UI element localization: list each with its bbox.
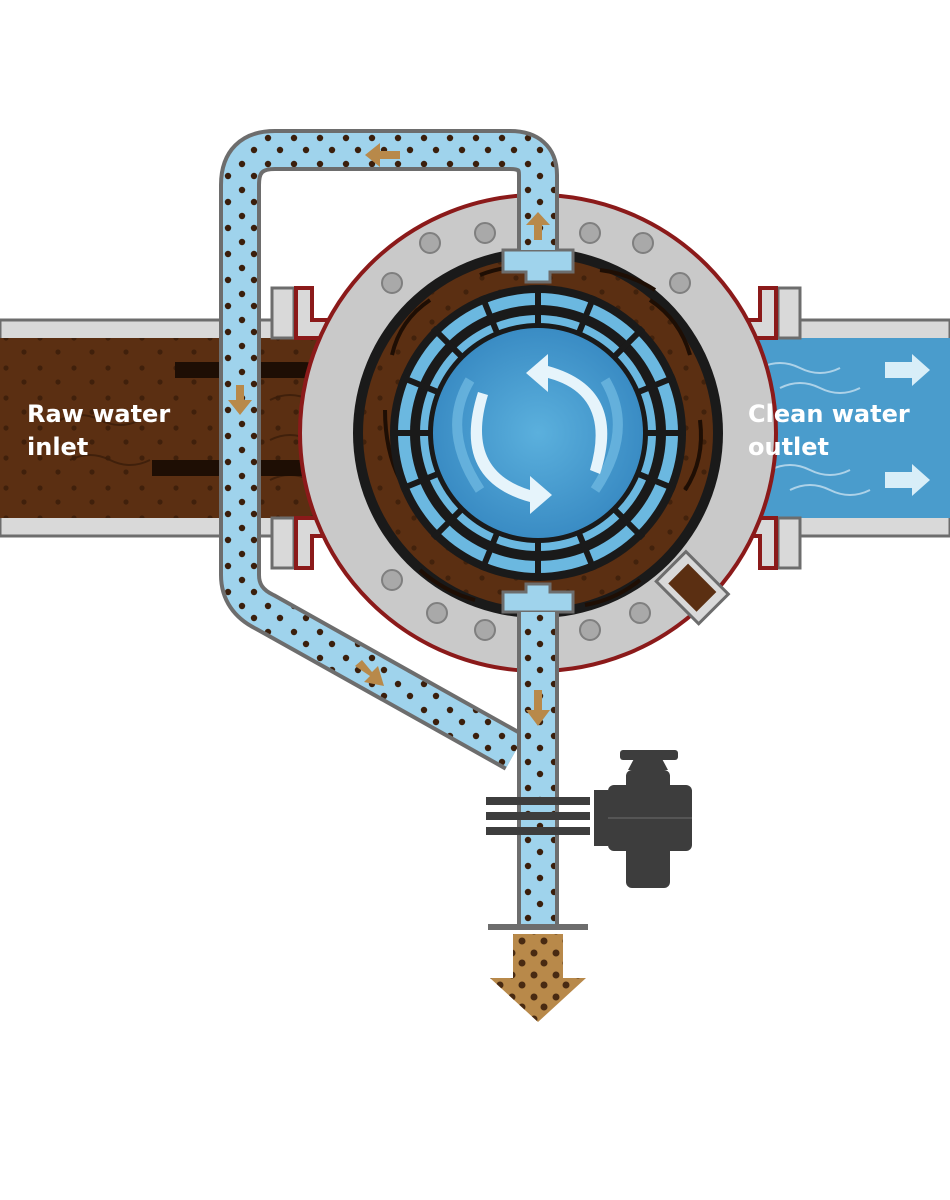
rotation-arrows-icon — [470, 354, 608, 514]
flow-direction-arrow-icon — [526, 690, 550, 726]
inlet-label-line-2: inlet — [27, 433, 89, 461]
inlet-label-line-1: Raw water — [27, 400, 171, 428]
flow-direction-arrow-icon — [228, 385, 252, 415]
outlet-label-line-1: Clean water — [748, 400, 910, 428]
clean-water-outlet-label: Clean water outlet — [748, 398, 910, 464]
flow-direction-arrow-icon — [526, 212, 550, 240]
flow-direction-arrow-icon — [365, 143, 400, 167]
motor-icon — [608, 750, 692, 888]
outlet-flow-arrow-top-icon — [885, 354, 930, 386]
drain-valve — [486, 750, 692, 930]
outflow-arrow-icon — [490, 934, 586, 1022]
side-port — [654, 549, 731, 626]
filter-housing — [298, 193, 778, 673]
raw-water-inlet-label: Raw water inlet — [27, 398, 170, 464]
backwash-pipe — [219, 129, 559, 930]
outlet-label-line-2: outlet — [748, 433, 830, 461]
screen-nozzles — [501, 248, 575, 614]
clean-water-core — [433, 328, 643, 538]
flow-direction-arrow-icon — [355, 660, 384, 686]
outlet-flow-arrow-bottom-icon — [885, 464, 930, 496]
